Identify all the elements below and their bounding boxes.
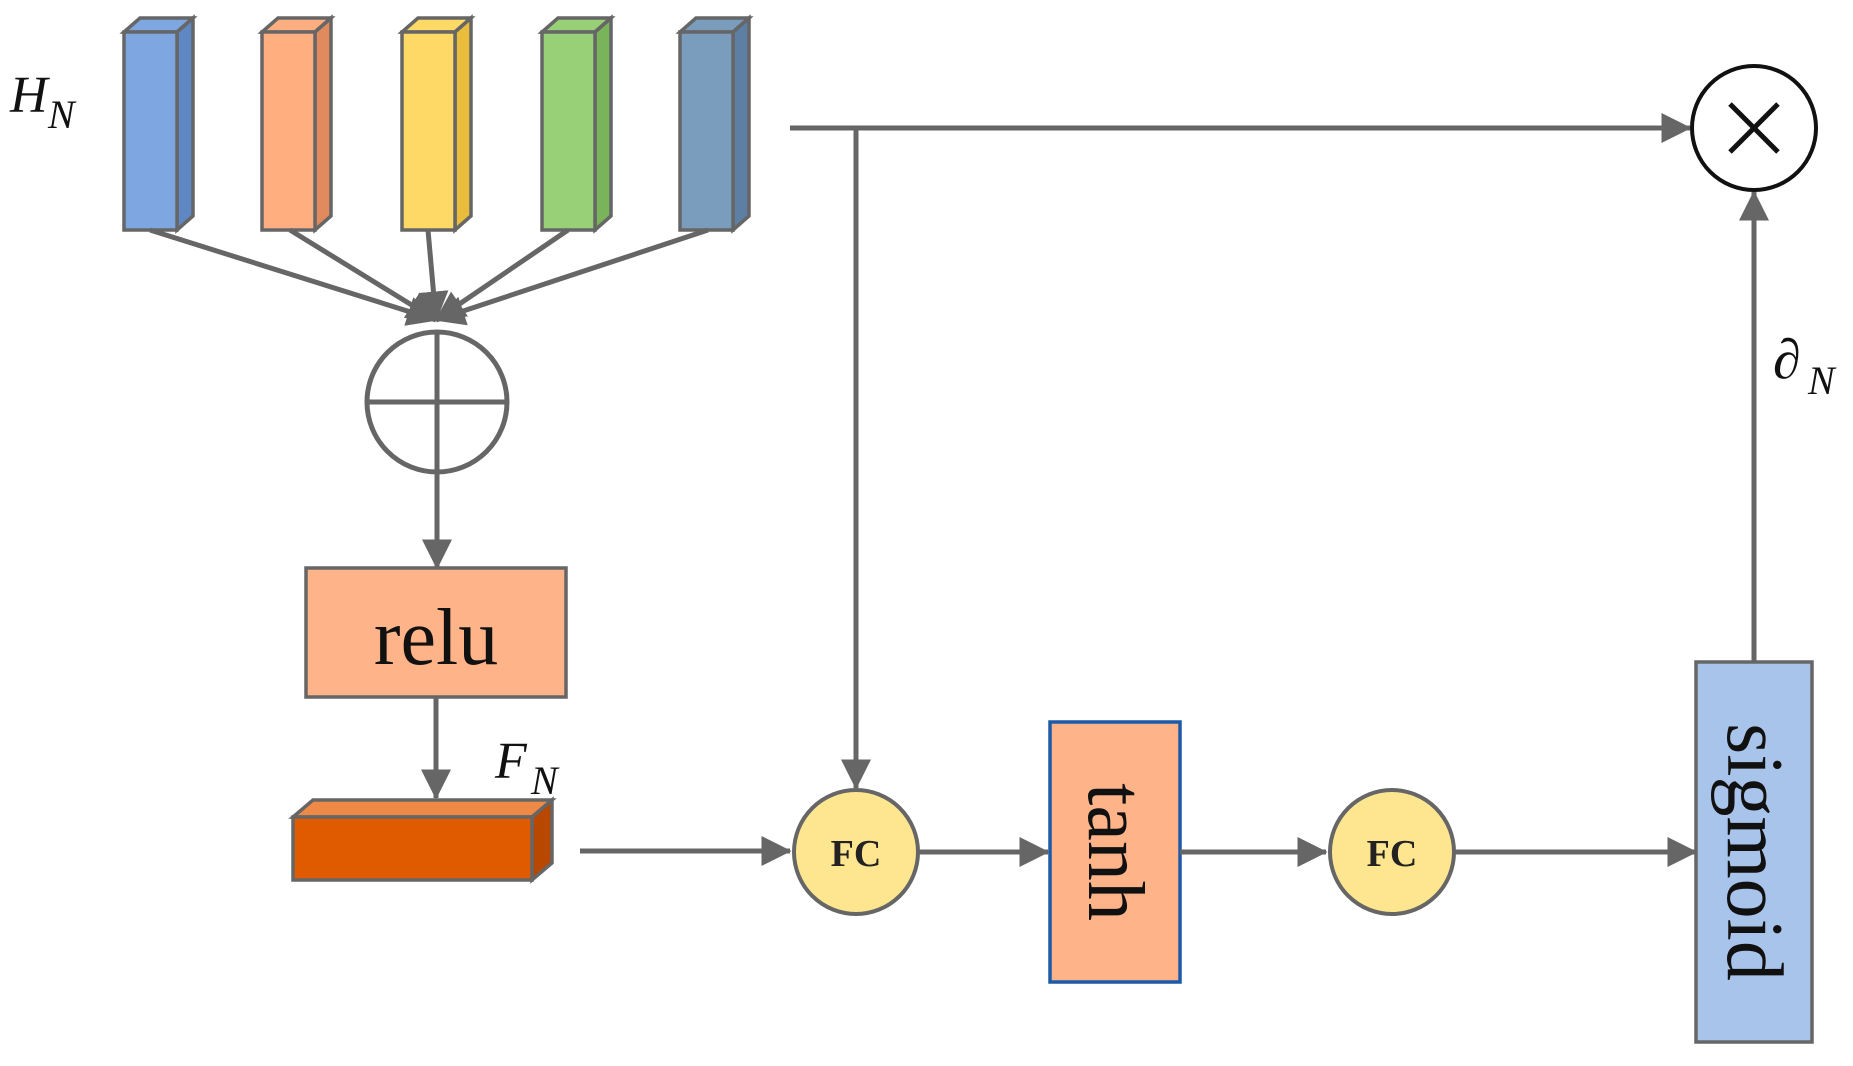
hn-label-main: H (9, 67, 50, 124)
fc2-node: FC (1328, 788, 1456, 916)
hn-label-sub: N (47, 92, 77, 137)
converge-arrow-3 (418, 229, 449, 322)
fn-block-front (291, 815, 534, 882)
sum-node (364, 329, 510, 475)
feature-bar-3 (397, 14, 476, 234)
fn-label-sub: N (530, 758, 560, 803)
relu-box-rect (304, 566, 568, 699)
converge-arrow-1 (149, 227, 438, 326)
tanh-box: tanh (1048, 720, 1182, 984)
fn-label-main: F (494, 733, 528, 790)
multiply-icon-stroke-2 (1728, 102, 1780, 154)
fn-block-top (288, 798, 557, 819)
feature-bar-1 (119, 14, 198, 234)
converge-lines (149, 227, 709, 326)
feature-bar-5 (675, 14, 754, 234)
fc1-node: FC (792, 788, 920, 916)
converge-arrow-4 (434, 227, 570, 323)
hn-label: H N (9, 67, 77, 137)
fn-block (288, 796, 557, 884)
fn-label: F N (494, 733, 560, 803)
sigmoid-box: sigmoid (1694, 660, 1814, 1044)
sigmoid-box-rect (1694, 660, 1814, 1044)
dn-label-main: ∂ (1773, 329, 1801, 391)
feature-bars (119, 14, 754, 234)
feature-bar-2 (257, 14, 336, 234)
sigmoid-label: sigmoid (1710, 723, 1798, 981)
tanh-label: tanh (1071, 783, 1159, 921)
relu-label: relu (374, 594, 498, 682)
converge-arrow-2 (288, 227, 438, 323)
fc2-label: FC (1367, 833, 1418, 875)
converge-arrow-5 (434, 227, 709, 326)
fc1-label: FC (831, 833, 882, 875)
feature-bar-4 (537, 14, 616, 234)
dn-label: ∂ N (1773, 329, 1837, 403)
multiply-node (1690, 64, 1818, 192)
dn-label-sub: N (1807, 358, 1837, 403)
relu-box: relu (304, 566, 568, 699)
